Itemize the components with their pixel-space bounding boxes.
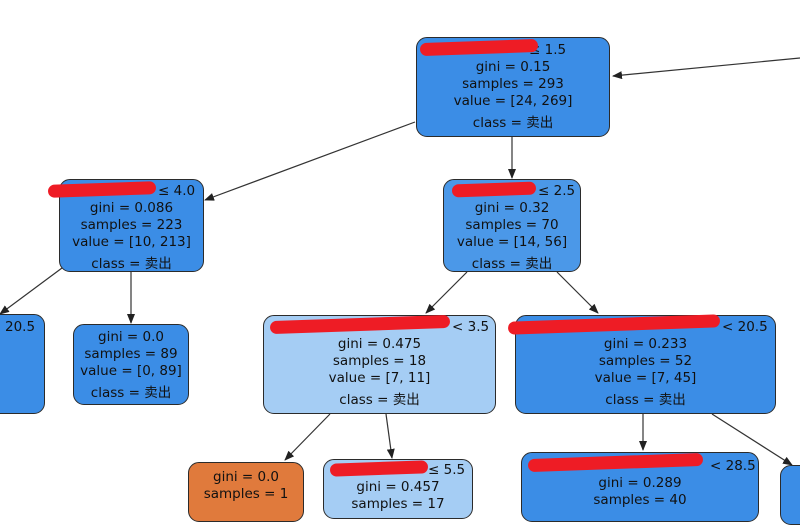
- split-condition: ≤ 2.5: [538, 183, 576, 199]
- value-label: value = [24, 269]: [453, 93, 573, 109]
- samples-label: samples = 293: [462, 76, 564, 92]
- edge-root-to-left: [204, 121, 416, 201]
- class-label: class = 卖出: [339, 392, 420, 408]
- samples-label: samples = 89: [84, 346, 178, 362]
- tree-node-leaf-pure: gini = 0.0 samples = 89 value = [0, 89] …: [73, 324, 189, 405]
- samples-label: samples = 18: [332, 353, 427, 369]
- samples-label: samples = 70: [465, 217, 559, 233]
- samples-label: samples = 223: [80, 217, 183, 233]
- gini-label: gini = 0.0: [213, 469, 279, 485]
- samples-label: samples = 17: [351, 496, 445, 512]
- value-label: value = [7, 45]: [594, 370, 697, 386]
- value-label: value = [0, 89]: [80, 363, 182, 379]
- split-condition: < 28.5: [710, 458, 756, 474]
- class-label: class = 卖出: [91, 256, 172, 272]
- edge-left-to-farleft: [0, 267, 63, 315]
- class-label: class = 卖出: [90, 385, 172, 401]
- gini-label: gini = 0.086: [89, 200, 174, 216]
- gini-label: gini = 0.475: [337, 336, 422, 352]
- tree-node-bottom-orange: gini = 0.0 samples = 1: [188, 462, 304, 522]
- edge-midright-to-edge: [711, 413, 793, 466]
- value-label: value = [14, 56]: [456, 234, 568, 250]
- split-condition: < 20.5: [722, 319, 768, 335]
- samples-label: samples = 1: [203, 486, 289, 502]
- split-condition: 20.5: [5, 319, 36, 335]
- gini-label: gini = 0.32: [474, 200, 550, 216]
- gini-label: gini = 0.289: [598, 475, 682, 491]
- value-label: value = [10, 213]: [72, 234, 191, 250]
- class-label: class = 卖出: [471, 256, 553, 272]
- tree-node-far-right: s: [780, 465, 800, 525]
- gini-label: gini = 0.233: [603, 336, 688, 352]
- gini-label: gini = 0.0: [98, 329, 164, 345]
- edge-right-to-midleft: [425, 271, 468, 314]
- tree-node-far-left: 20.5: [0, 314, 45, 414]
- class-label: class = 卖出: [472, 115, 554, 131]
- node-fragment-text: s: [781, 486, 800, 503]
- samples-label: samples = 52: [598, 353, 693, 369]
- edge-right-to-midright: [556, 271, 599, 314]
- split-condition: ≤ 5.5: [428, 462, 466, 478]
- value-label: value = [7, 11]: [328, 370, 431, 386]
- split-condition: < 3.5: [452, 319, 490, 335]
- class-label: class = 卖出: [605, 392, 686, 408]
- tree-edges: [0, 57, 800, 466]
- gini-label: gini = 0.15: [475, 59, 551, 75]
- split-condition: ≤ 4.0: [158, 183, 196, 199]
- edge-incoming-to-root: [612, 57, 800, 80]
- gini-label: gini = 0.457: [356, 479, 440, 495]
- split-condition: ≤ 1.5: [529, 42, 567, 58]
- edge-midleft-to-orange: [284, 413, 331, 461]
- edge-midleft-to-light: [385, 413, 395, 459]
